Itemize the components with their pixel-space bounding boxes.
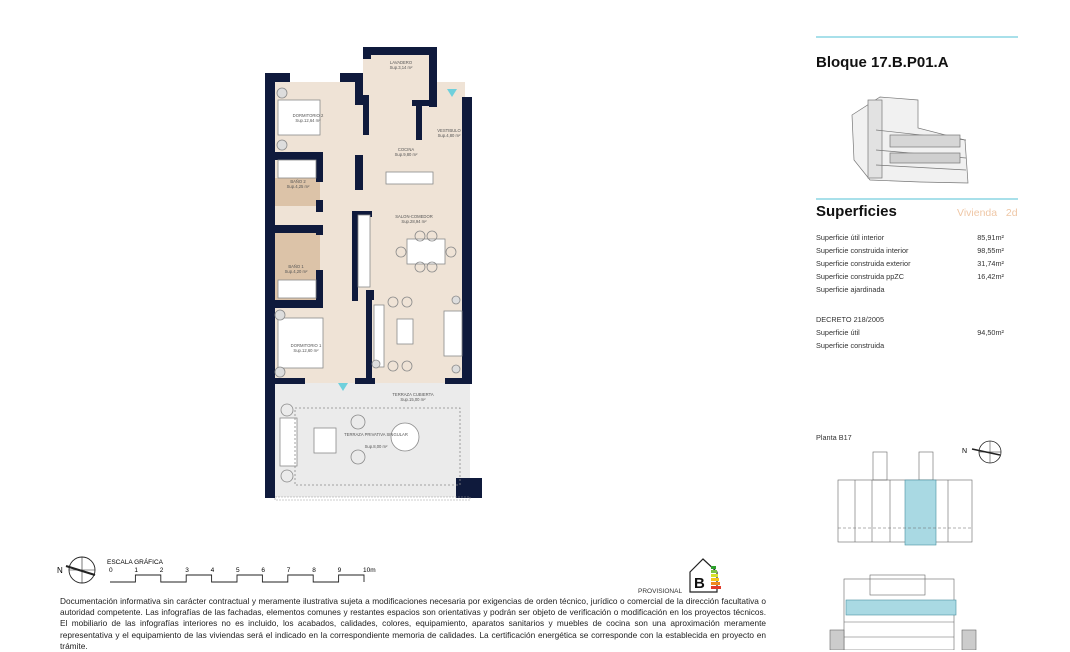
energy-provisional-label: PROVISIONAL — [638, 588, 682, 595]
surface-label: Superficie útil — [816, 328, 860, 337]
room-area: Sup.4,20 m² — [285, 269, 308, 274]
entrance-marker — [447, 89, 457, 97]
divider — [816, 36, 1018, 38]
scale-tick-label: 0 — [109, 567, 113, 574]
location-plan — [837, 451, 973, 546]
disclaimer-text: Documentación informativa sin carácter c… — [60, 596, 766, 651]
scale-tick-label: 4 — [211, 567, 215, 574]
room-area: Sup.12,64 m² — [295, 118, 321, 123]
room-label: BAÑO 1 — [288, 264, 304, 269]
decreto-heading: DECRETO 218/2005 — [816, 315, 1004, 324]
room-label: TERRAZA PRIVATIVA SINGULAR — [344, 432, 408, 437]
room-area: Sup.12,60 m² — [293, 348, 319, 353]
room-area: Sup.15,00 m² — [400, 397, 426, 402]
scale-tick-label: 7 — [287, 567, 291, 574]
terrace-floor — [275, 383, 470, 497]
room-area: Sup.3,14 m² — [390, 65, 413, 70]
location-compass-icon: N — [962, 440, 1002, 464]
page-title: Bloque 17.B.P01.A — [816, 54, 949, 71]
surface-row: Superficie útil interior 85,91m² — [816, 233, 1004, 242]
scale-tick-label: 2 — [160, 567, 164, 574]
surface-label: Superficie construida exterior — [816, 259, 911, 268]
room-label: LAVADERO — [390, 60, 413, 65]
energy-rating-icon — [689, 558, 721, 593]
surface-label: Superficie útil interior — [816, 233, 885, 242]
decreto-row: Superficie útil 94,50m² — [816, 328, 1004, 337]
scale-tick-label: 9 — [338, 567, 342, 574]
building-render-image — [851, 96, 969, 184]
surface-value: 98,55m² — [977, 246, 1004, 255]
room-area: Sup.28,94 m² — [401, 219, 427, 224]
surface-label: Superficie construida interior — [816, 246, 909, 255]
surface-label: Superficie construida ppZC — [816, 272, 905, 281]
room-area: Sup.9,80 m² — [395, 152, 418, 157]
section-view — [829, 574, 977, 650]
vivienda-label: Vivienda — [957, 207, 998, 219]
surface-row: Superficie construida exterior 31,74m² — [816, 259, 1004, 268]
north-label: N — [57, 566, 63, 575]
furniture — [274, 87, 463, 486]
room-label: VESTIBULO — [437, 128, 461, 133]
scale-tick-label: 5 — [236, 567, 240, 574]
room-label: SALON-COMEDOR — [395, 214, 432, 219]
scale-tick-label: 6 — [261, 567, 265, 574]
terrace-entrance-marker — [338, 383, 348, 391]
surface-row: Superficie construida ppZC 16,42m² — [816, 272, 1004, 281]
room-area: Sup.4,25 m² — [287, 184, 310, 189]
walls — [265, 47, 482, 498]
decreto-title: DECRETO 218/2005 — [816, 315, 885, 324]
surface-value: 16,42m² — [977, 272, 1004, 281]
scale-tick-label: 3 — [185, 567, 189, 574]
superficies-heading: Superficies — [816, 203, 897, 220]
vivienda-value: 2d — [1005, 207, 1018, 219]
decreto-row: Superficie construida — [816, 341, 1004, 350]
room-area: Sup.8,00 m² — [365, 444, 388, 449]
room-label: DORMITORIO 1 — [291, 343, 322, 348]
room-label: COCINA — [398, 147, 414, 152]
scale-tick-label: 10m — [363, 567, 376, 574]
surface-value: 94,50m² — [977, 328, 1004, 337]
room-label: TERRAZA CUBIERTA — [392, 392, 433, 397]
vivienda-type: Vivienda 2d — [957, 207, 1018, 219]
compass-icon — [65, 556, 96, 584]
surface-value: 31,74m² — [977, 259, 1004, 268]
room-label: DORMITORIO 2 — [293, 113, 324, 118]
divider — [816, 198, 1018, 200]
scale-bar-line — [110, 574, 365, 583]
room-area: Sup.4,80 m² — [438, 133, 461, 138]
surface-row: Superficie ajardinada — [816, 285, 1004, 294]
scale-tick-label: 8 — [312, 567, 316, 574]
plant-label: Planta B17 — [816, 433, 852, 442]
surface-value: 85,91m² — [977, 233, 1004, 242]
surface-row: Superficie construida interior 98,55m² — [816, 246, 1004, 255]
surface-label: Superficie construida — [816, 341, 885, 350]
bath-2-floor — [275, 178, 320, 206]
surface-label: Superficie ajardinada — [816, 285, 885, 294]
energy-rating: B — [694, 575, 705, 592]
scale-bar: 0 1 2 3 4 5 6 7 8 9 10m — [109, 567, 376, 583]
laundry-floor — [363, 55, 435, 100]
scale-title: ESCALA GRÁFICA — [107, 557, 164, 566]
scale-tick-label: 1 — [134, 567, 138, 574]
location-north-label: N — [962, 448, 967, 455]
room-label: BAÑO 2 — [290, 179, 306, 184]
